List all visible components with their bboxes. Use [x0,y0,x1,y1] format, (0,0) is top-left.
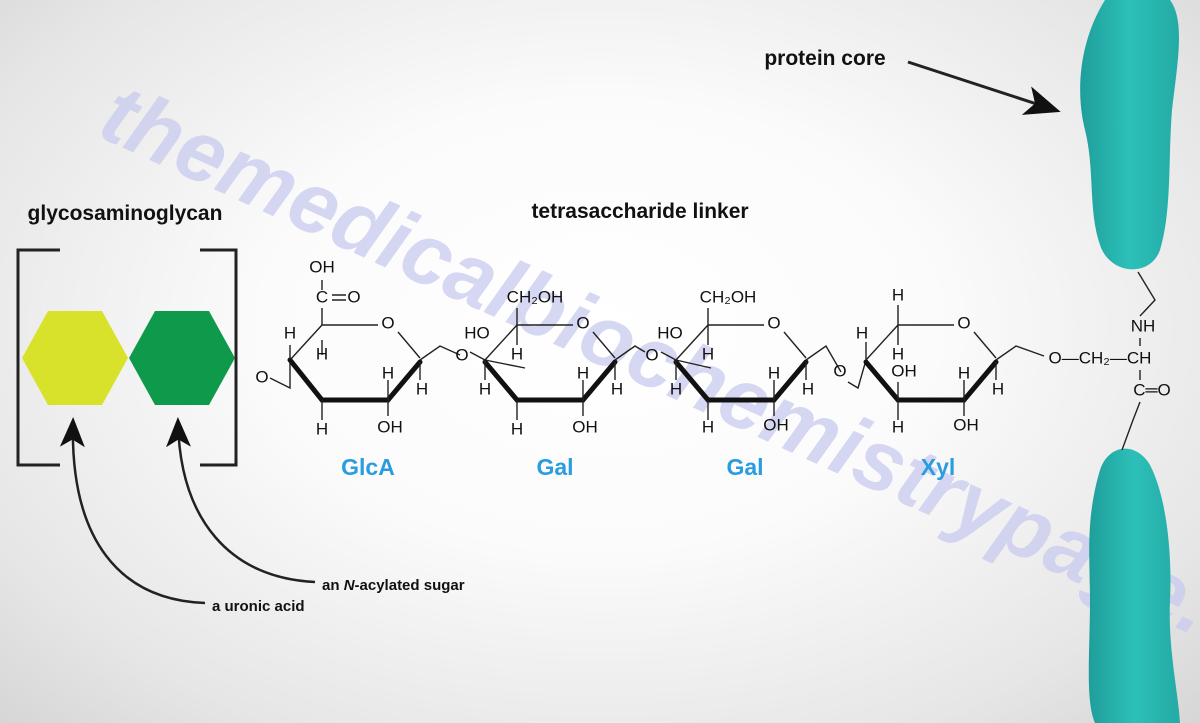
atom-label: H [479,379,491,398]
atom-label: NH [1131,316,1156,335]
gal-ring-1: CH₂OH O HO H H H H OH H [464,287,646,438]
atom-label: O [576,313,589,332]
atom-label: H [382,363,394,382]
atom-label: H [611,379,623,398]
atom-label: C [316,287,328,306]
atom-label: H [316,419,328,438]
bond [847,324,997,390]
glca-ring: OH C O O H H O H H OH H [255,257,461,438]
bond [482,359,618,403]
atom-label: O [347,287,360,306]
n-acylated-sugar-label: an N-acylated sugar [322,577,465,594]
atom-label: O [767,313,780,332]
atom-label: H [511,419,523,438]
uronic-acid-label: a uronic acid [212,598,305,615]
atom-label: H [670,379,682,398]
atom-label: H [511,344,523,363]
sugar-label-gal-2: Gal [726,454,763,480]
bond [287,357,423,403]
protein-core-title: protein core [764,47,885,70]
sugar-label-glca: GlcA [341,454,395,480]
atom-label: OH [572,417,598,436]
atom-label: O [957,313,970,332]
atom-label: H [316,344,328,363]
xyl-ring: H O H H OH H H OH H [847,285,1045,436]
atom-label: H [958,363,970,382]
bond [675,308,842,420]
uronic-acid-arrow [59,417,206,605]
bond [865,305,1045,420]
atom-label: H [768,363,780,382]
atom-label: O—CH₂—CH [1049,348,1152,367]
right-bracket [200,248,238,467]
sugar-label-gal-1: Gal [536,454,573,480]
bond [863,359,999,403]
gal-ring-2: CH₂OH O HO H H H H OH H [657,287,842,436]
atom-label: CH₂OH [507,287,564,306]
serine-linkage: O—CH₂—CH NH C═O [1049,271,1171,451]
n-acylated-arrow [166,417,316,584]
left-bracket [16,248,60,467]
atom-label: H [577,363,589,382]
atom-label: H [284,323,296,342]
atom-label: OH [377,417,403,436]
glycosidic-oxygen: O [455,345,468,364]
glycosidic-oxygen: O [645,345,658,364]
atom-label: H [702,417,714,436]
atom-label: H [702,344,714,363]
atom-label: H [892,285,904,304]
atom-label: HO [464,323,490,342]
bond [332,294,346,301]
atom-label: H [892,344,904,363]
protein-core-bottom [1088,448,1180,723]
bond [469,324,616,369]
atom-label: OH [953,415,979,434]
n-acylated-sugar-hexagon [129,311,235,405]
tetrasaccharide-linker-title: tetrasaccharide linker [531,200,748,223]
atom-label: H [892,417,904,436]
atom-label: HO [657,323,683,342]
atom-label: H [802,379,814,398]
atom-label: OH [309,257,335,276]
bond [1121,271,1156,451]
glycosidic-oxygen: O [833,361,846,380]
atom-label: CH₂OH [700,287,757,306]
atom-label: O [381,313,394,332]
atom-label: OH [763,415,789,434]
uronic-acid-hexagon [22,311,128,405]
atom-label: OH [891,361,917,380]
sugar-label-xyl: Xyl [921,454,956,480]
atom-label: H [416,379,428,398]
atom-label: H [992,379,1004,398]
bond [660,324,807,369]
atom-label: O [255,367,268,386]
atom-label: C═O [1133,380,1171,399]
glycosaminoglycan-title: glycosaminoglycan [28,202,223,225]
bond [484,308,646,420]
protein-core-top [1080,0,1179,270]
bond [269,280,461,420]
protein-core-arrow [907,60,1061,115]
bond [289,324,421,361]
bond [673,359,809,403]
atom-label: H [856,323,868,342]
